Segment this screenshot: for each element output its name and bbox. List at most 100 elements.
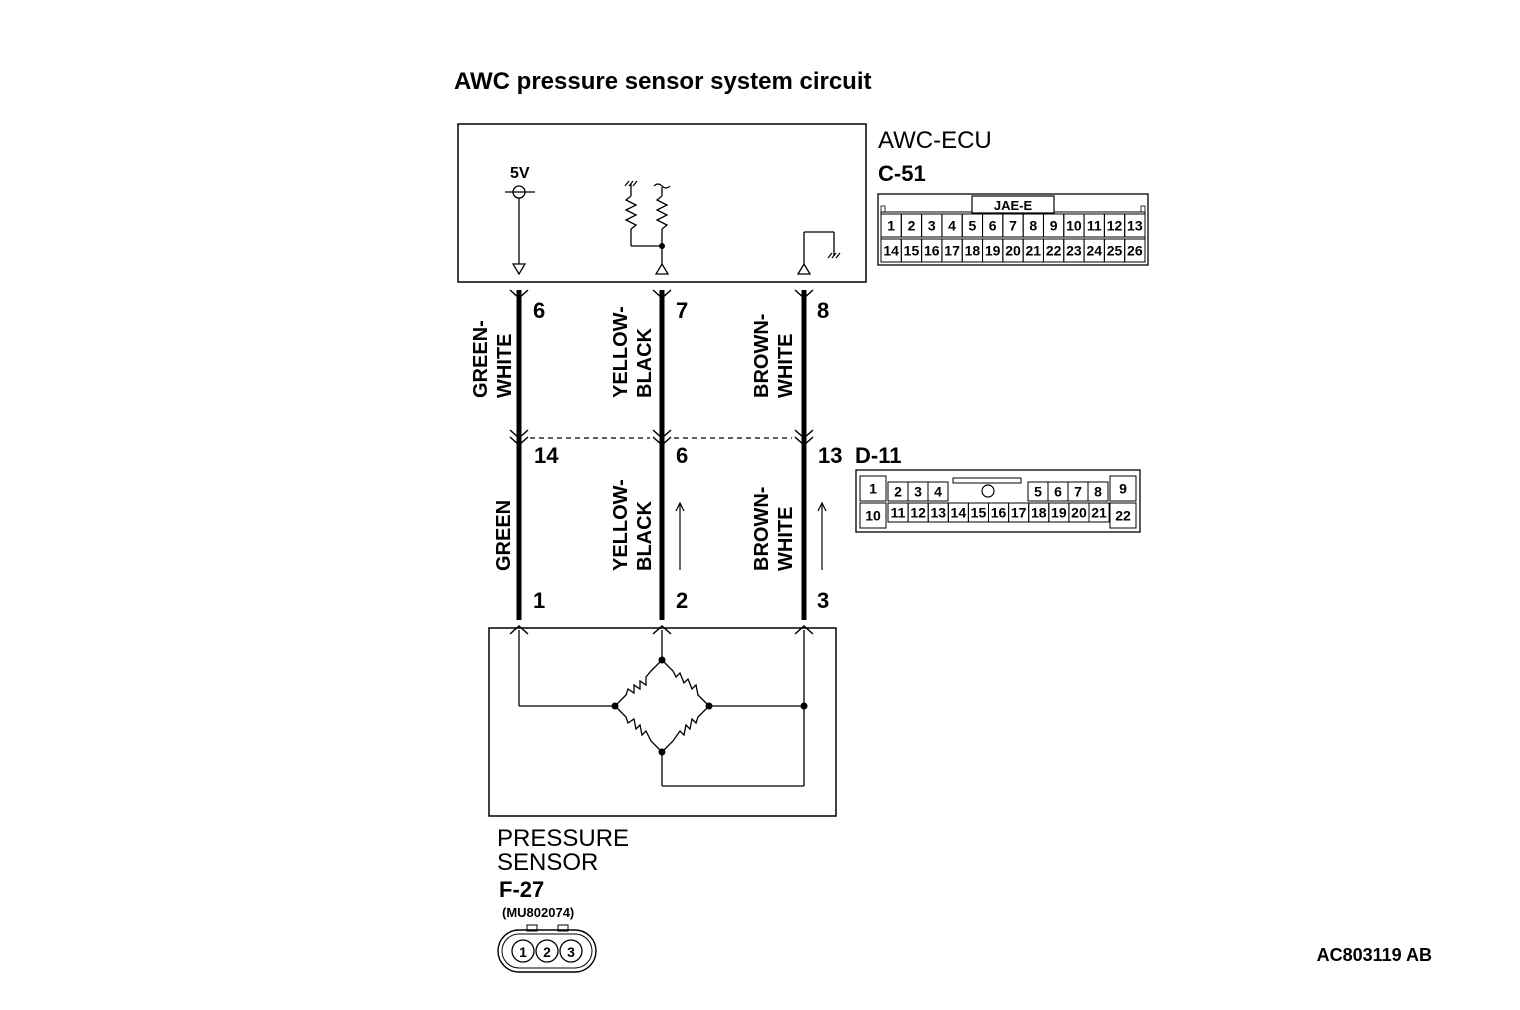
c51-pin-8: 8 <box>1029 218 1037 234</box>
wire-1-upper-color-b: WHITE <box>494 334 516 398</box>
wire-2-lower-color-b: BLACK <box>634 500 656 571</box>
c51-pin-3: 3 <box>928 218 936 234</box>
c51-pin-26-cell <box>1124 238 1146 263</box>
ecu-box <box>457 123 867 283</box>
ecu-name: AWC-ECU <box>878 127 992 154</box>
d11-pin-9-cell <box>1109 475 1137 502</box>
junction-connector-code: D-11 <box>855 443 901 468</box>
d11-pin-15: 15 <box>971 505 987 521</box>
wire-3-lower-color-b: WHITE <box>775 507 797 571</box>
c51-pin-24: 24 <box>1086 243 1102 259</box>
wire-3-upper-color-b: WHITE <box>775 334 797 398</box>
d11-pin-6: 6 <box>1054 484 1062 500</box>
d11-pin-16: 16 <box>991 505 1007 521</box>
wheatstone-bridge-symbol <box>518 630 808 787</box>
d11-pin-4-cell <box>927 481 949 502</box>
d11-pin-5: 5 <box>1034 484 1042 500</box>
c51-pin-18: 18 <box>965 243 981 259</box>
wire-2-lower-color-a: YELLOW- <box>610 479 632 571</box>
sensor-pin-1: 1 <box>533 588 545 613</box>
d11-pin-1-cell <box>859 475 887 502</box>
c51-pin-21: 21 <box>1026 243 1042 259</box>
sensor-pin-2: 2 <box>676 588 688 613</box>
d11-pin-22: 22 <box>1115 508 1131 524</box>
c51-pin-13: 13 <box>1127 218 1143 234</box>
c51-pin-11: 11 <box>1087 218 1102 234</box>
d11-pin-21-cell <box>1088 502 1110 523</box>
sensor-part-number: (MU802074) <box>502 905 574 920</box>
d11-pin-3: 3 <box>914 484 922 500</box>
c51-pin-19: 19 <box>985 243 1001 259</box>
c51-pin-14: 14 <box>883 243 899 259</box>
d11-pin-21: 21 <box>1091 505 1107 521</box>
c51-pin-5: 5 <box>968 218 976 234</box>
f27-pin-1: 1 <box>519 944 527 960</box>
junction-pin-13: 13 <box>818 443 842 468</box>
d11-pin-11: 11 <box>891 505 906 521</box>
d11-pin-22-cell <box>1109 502 1137 529</box>
wire-2-upper-color-b: BLACK <box>634 327 656 398</box>
d11-pin-17: 17 <box>1011 505 1027 521</box>
supply-label: 5V <box>510 165 530 182</box>
c51-pin-23: 23 <box>1066 243 1082 259</box>
f27-connector-face: 1 2 3 <box>497 924 597 973</box>
d11-pin-1: 1 <box>869 481 877 497</box>
c51-pin-10: 10 <box>1066 218 1082 234</box>
f27-pin-2: 2 <box>543 944 551 960</box>
wire-2-upper-color-a: YELLOW- <box>610 306 632 398</box>
c51-pin-6: 6 <box>989 218 997 234</box>
c51-type-label: JAE-E <box>994 198 1033 213</box>
c51-pin-12: 12 <box>1107 218 1123 234</box>
wire-1-upper-color-a: GREEN- <box>470 320 492 398</box>
c51-pin-20: 20 <box>1005 243 1021 259</box>
d11-pin-20: 20 <box>1071 505 1087 521</box>
supply-5v-symbol: 5V <box>505 165 535 276</box>
c51-pin-22: 22 <box>1046 243 1062 259</box>
c51-pin-26: 26 <box>1127 243 1143 259</box>
c51-pin-2: 2 <box>908 218 916 234</box>
d11-pin-7: 7 <box>1074 484 1082 500</box>
sensor-connector-code: F-27 <box>499 877 544 902</box>
d11-pin-12: 12 <box>910 505 926 521</box>
c51-pin-7: 7 <box>1009 218 1017 234</box>
wire-3-upper-color-a: BROWN- <box>751 314 773 398</box>
ecu-pin-7: 7 <box>676 298 688 323</box>
f27-pin-3: 3 <box>567 944 575 960</box>
pull-resistor-symbol <box>624 180 671 275</box>
d11-pin-14: 14 <box>951 505 967 521</box>
d11-pin-13: 13 <box>930 505 946 521</box>
d11-pin-4: 4 <box>934 484 942 500</box>
diagram-title: AWC pressure sensor system circuit <box>454 68 872 95</box>
sensor-box <box>488 627 837 817</box>
junction-pin-14: 14 <box>534 443 559 468</box>
d11-pin-2: 2 <box>894 484 902 500</box>
c51-pin-1: 1 <box>887 218 895 234</box>
d11-pin-9: 9 <box>1119 481 1127 497</box>
c51-pin-4: 4 <box>948 218 956 234</box>
c51-pin-16: 16 <box>924 243 940 259</box>
sensor-name-line1: PRESSURE <box>497 825 629 852</box>
d11-pin-18: 18 <box>1031 505 1047 521</box>
junction-pin-6: 6 <box>676 443 688 468</box>
ecu-pin-6: 6 <box>533 298 545 323</box>
figure-reference: AC803119 AB <box>1317 945 1432 965</box>
d11-pin-19: 19 <box>1051 505 1067 521</box>
ecu-pin-8: 8 <box>817 298 829 323</box>
d11-pin-10-cell <box>859 502 887 529</box>
ground-symbol <box>796 231 841 275</box>
d11-pin-10: 10 <box>865 508 881 524</box>
ecu-connector-code: C-51 <box>878 161 926 186</box>
c51-pin-15: 15 <box>904 243 920 259</box>
wire-3-lower-color-a: BROWN- <box>751 487 773 571</box>
d11-pin-8-cell <box>1087 481 1109 502</box>
c51-pin-17: 17 <box>944 243 960 259</box>
wire-1-lower-color: GREEN <box>493 500 515 571</box>
c51-pin-13-cell <box>1124 213 1146 238</box>
d11-pin-8: 8 <box>1094 484 1102 500</box>
c51-pin-25: 25 <box>1107 243 1123 259</box>
d11-key-mark <box>981 484 995 498</box>
wire-bundle <box>509 289 827 635</box>
